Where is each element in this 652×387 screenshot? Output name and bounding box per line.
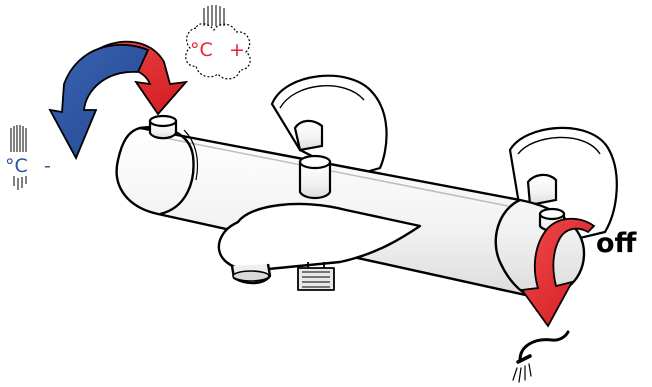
shower-head-icon — [513, 332, 568, 382]
cold-minus-sign: - — [44, 155, 51, 177]
off-label: off — [596, 228, 638, 259]
cold-temperature-symbol: °C - — [5, 125, 51, 190]
hot-degree-label: °C — [190, 39, 213, 61]
temperature-knob — [150, 116, 176, 138]
hot-temperature-symbol: °C + — [186, 5, 251, 79]
hot-plus-sign: + — [229, 39, 245, 61]
diverter-knob — [300, 156, 330, 198]
cold-degree-label: °C — [5, 155, 28, 177]
